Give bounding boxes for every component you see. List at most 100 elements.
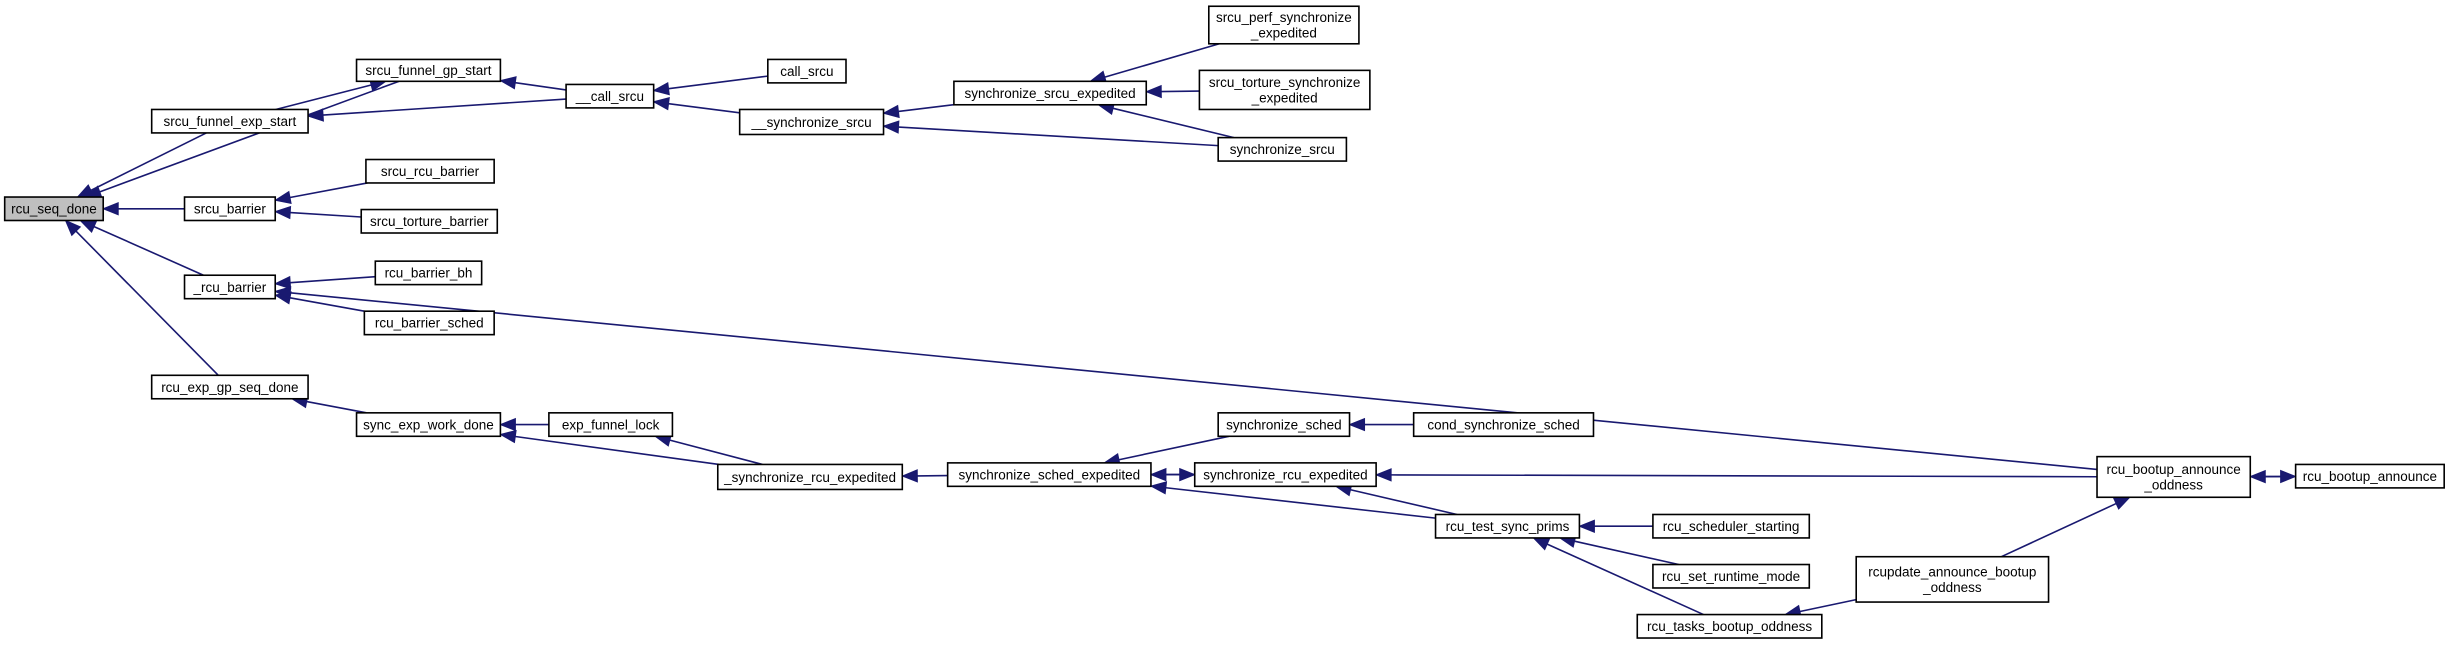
node-label: srcu_rcu_barrier [381,164,480,179]
node-srcu_funnel_gp_start[interactable]: srcu_funnel_gp_start [355,58,502,83]
call-edge-rcu_exp_gp_seq_done-to-rcu_seq_done [64,219,219,376]
call-edge-srcu_barrier-to-rcu_seq_done [101,202,185,216]
call-edge-call_srcu_internal-to-srcu_funnel_gp_start [499,76,567,91]
call-edge-synchronize_srcu-to-synchronize_srcu_internal [882,120,1219,147]
node-rcu_seq_done[interactable]: rcu_seq_done [3,196,105,222]
node-label: synchronize_srcu [1230,142,1335,157]
call-edge-synchronize_sched_expedited-to-synchronize_rcu_expedited [1150,467,1197,482]
node-label: rcu_barrier_bh [385,266,473,281]
node-label: synchronize_sched [1226,417,1342,432]
call-edge-rcu_barrier_internal-to-rcu_seq_done [79,219,204,276]
node-label: srcu_perf_synchronize [1216,10,1352,25]
call-edge-exp_funnel_lock-to-sync_exp_work_done [499,417,549,432]
node-rcu_bootup_announce_oddness[interactable]: rcu_bootup_announce_oddness [2096,455,2252,499]
node-synchronize_rcu_expedited_internal[interactable]: _synchronize_rcu_expedited [716,463,904,491]
node-label: __call_srcu [575,89,644,104]
node-rcu_barrier_bh[interactable]: rcu_barrier_bh [374,260,483,286]
node-label: srcu_funnel_exp_start [163,114,296,129]
node-label: __synchronize_srcu [751,115,872,130]
call-edge-rcu_bootup_announce_oddness-to-rcu_barrier_internal [273,286,2098,471]
call-edge-srcu_torture_barrier-to-srcu_barrier [273,205,362,220]
node-label: rcupdate_announce_bootup [1868,564,2036,579]
node-label: rcu_barrier_sched [375,316,484,331]
call-edge-rcu_test_sync_prims-to-synchronize_rcu_expedited [1334,483,1458,516]
node-call_srcu[interactable]: call_srcu [767,58,847,84]
node-rcu_scheduler_starting[interactable]: rcu_scheduler_starting [1652,513,1811,539]
node-label: _expedited [1250,26,1317,41]
node-synchronize_sched[interactable]: synchronize_sched [1217,412,1351,438]
node-synchronize_srcu_internal[interactable]: __synchronize_srcu [738,108,885,136]
call-edge-rcu_bootup_announce_oddness-to-synchronize_rcu_expedited [1374,468,2098,482]
node-exp_funnel_lock[interactable]: exp_funnel_lock [548,412,674,438]
call-edge-rcu_test_sync_prims-to-synchronize_sched_expedited [1149,481,1436,519]
node-srcu_funnel_exp_start[interactable]: srcu_funnel_exp_start [150,108,309,134]
node-srcu_rcu_barrier[interactable]: srcu_rcu_barrier [365,158,495,184]
node-label: rcu_test_sync_prims [1446,519,1570,534]
node-label: rcu_tasks_bootup_oddness [1647,619,1812,634]
call-edge-synchronize_rcu_expedited_internal-to-sync_exp_work_done [499,429,720,466]
node-label: _oddness [1922,580,1982,595]
call-edge-srcu_rcu_barrier-to-srcu_barrier [273,182,368,205]
node-rcu_tasks_bootup_oddness[interactable]: rcu_tasks_bootup_oddness [1636,613,1823,639]
node-label: _rcu_barrier [192,280,266,295]
node-synchronize_rcu_expedited[interactable]: synchronize_rcu_expedited [1193,462,1377,488]
node-label: rcu_exp_gp_seq_done [161,380,298,395]
node-rcu_barrier_internal[interactable]: _rcu_barrier [183,274,277,300]
node-label: rcu_seq_done [11,202,97,217]
node-label: synchronize_srcu_expedited [965,86,1136,101]
call-edge-synchronize_sched-to-synchronize_sched_expedited [1102,435,1230,467]
node-label: _oddness [2143,478,2203,493]
node-label: _expedited [1251,90,1318,105]
node-rcu_exp_gp_seq_done[interactable]: rcu_exp_gp_seq_done [150,374,309,400]
function-nodes: rcu_seq_done srcu_funnel_gp_start srcu_fun… [3,5,2445,639]
node-rcupdate_announce_bootup_oddness[interactable]: rcupdate_announce_bootup_oddness [1855,555,2050,603]
node-cond_synchronize_sched[interactable]: cond_synchronize_sched [1412,412,1595,438]
node-label: synchronize_rcu_expedited [1203,467,1367,482]
node-label: sync_exp_work_done [363,417,494,432]
call-edge-call_srcu_internal-to-srcu_funnel_exp_start [306,98,567,122]
node-srcu_torture_synchronize_expedited[interactable]: srcu_torture_synchronize_expedited [1198,69,1371,111]
call-edge-call_srcu-to-call_srcu_internal [652,75,768,96]
call-edge-srcu_perf_synchronize_expedited-to-synchronize_srcu_expedited [1089,43,1220,84]
node-label: synchronize_sched_expedited [958,467,1140,482]
node-label: _synchronize_rcu_expedited [723,470,896,485]
call-edge-cond_synchronize_sched-to-synchronize_sched [1348,417,1414,432]
node-label: srcu_torture_barrier [370,214,489,229]
node-rcu_bootup_announce[interactable]: rcu_bootup_announce [2294,463,2445,489]
node-synchronize_srcu_expedited[interactable]: synchronize_srcu_expedited [953,80,1148,106]
call-edge-rcu_bootup_announce_oddness-to-rcu_bootup_announce [2250,469,2297,484]
node-label: rcu_scheduler_starting [1663,519,1800,534]
node-label: rcu_set_runtime_mode [1662,569,1800,584]
call-edge-rcu_scheduler_starting-to-rcu_test_sync_prims [1578,519,1653,533]
call-edge-synchronize_srcu_internal-to-call_srcu_internal [652,97,740,114]
call-edge-srcu_torture_synchronize_expedited-to-synchronize_srcu_expedited [1144,84,1200,99]
node-label: cond_synchronize_sched [1427,417,1579,432]
call-edge-synchronize_sched_expedited-to-synchronize_rcu_expedited_internal [900,469,948,483]
node-label: rcu_bootup_announce [2106,462,2240,477]
call-edges [64,43,2297,618]
node-label: call_srcu [780,64,833,79]
node-label: exp_funnel_lock [562,417,660,432]
node-rcu_test_sync_prims[interactable]: rcu_test_sync_prims [1434,513,1581,539]
call-edge-srcu_funnel_gp_start-to-rcu_seq_done [84,80,400,198]
node-srcu_barrier[interactable]: srcu_barrier [183,196,277,222]
node-rcu_set_runtime_mode[interactable]: rcu_set_runtime_mode [1652,563,1811,589]
call-edge-srcu_funnel_exp_start-to-srcu_funnel_gp_start [275,78,388,111]
call-edge-synchronize_srcu_expedited-to-synchronize_srcu_internal [882,103,954,119]
node-call_srcu_internal[interactable]: __call_srcu [565,83,655,109]
node-rcu_barrier_sched[interactable]: rcu_barrier_sched [363,310,495,336]
call-edge-rcu_set_runtime_mode-to-rcu_test_sync_prims [1558,534,1679,566]
node-srcu_torture_barrier[interactable]: srcu_torture_barrier [360,208,499,234]
node-synchronize_srcu[interactable]: synchronize_srcu [1217,136,1348,162]
node-srcu_perf_synchronize_expedited[interactable]: srcu_perf_synchronize_expedited [1207,5,1360,45]
node-sync_exp_work_done[interactable]: sync_exp_work_done [355,412,502,438]
node-label: srcu_funnel_gp_start [365,63,491,78]
call-edge-synchronize_rcu_expedited_internal-to-exp_funnel_lock [653,433,763,466]
call-edge-srcu_funnel_exp_start-to-rcu_seq_done [76,132,207,198]
call-edge-rcupdate_announce_bootup_oddness-to-rcu_bootup_announce_oddness [2001,496,2131,558]
node-synchronize_sched_expedited[interactable]: synchronize_sched_expedited [946,462,1152,488]
node-label: rcu_bootup_announce [2303,469,2437,484]
call-edge-rcu_barrier_bh-to-rcu_barrier_internal [273,275,376,290]
node-label: srcu_barrier [194,202,267,217]
